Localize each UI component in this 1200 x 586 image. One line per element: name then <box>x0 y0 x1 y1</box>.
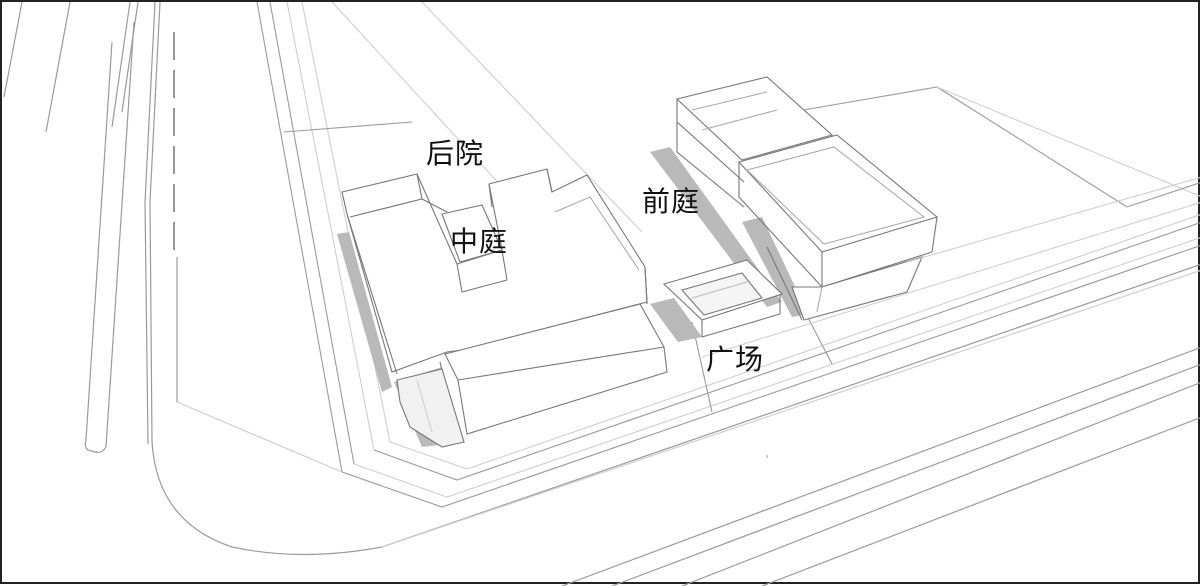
label-back-yard: 后院 <box>426 137 485 170</box>
label-plaza: 广场 <box>706 343 765 376</box>
label-courtyard: 中庭 <box>450 225 509 258</box>
building-courtyard-block <box>341 168 668 448</box>
pavilion <box>662 259 784 338</box>
building-right-stacked <box>675 76 939 321</box>
road-main-diagonal <box>176 257 1200 586</box>
road-left <box>3 2 383 556</box>
label-front-court: 前庭 <box>642 185 701 218</box>
site-boundary <box>256 2 1200 508</box>
right-site <box>906 177 1200 263</box>
